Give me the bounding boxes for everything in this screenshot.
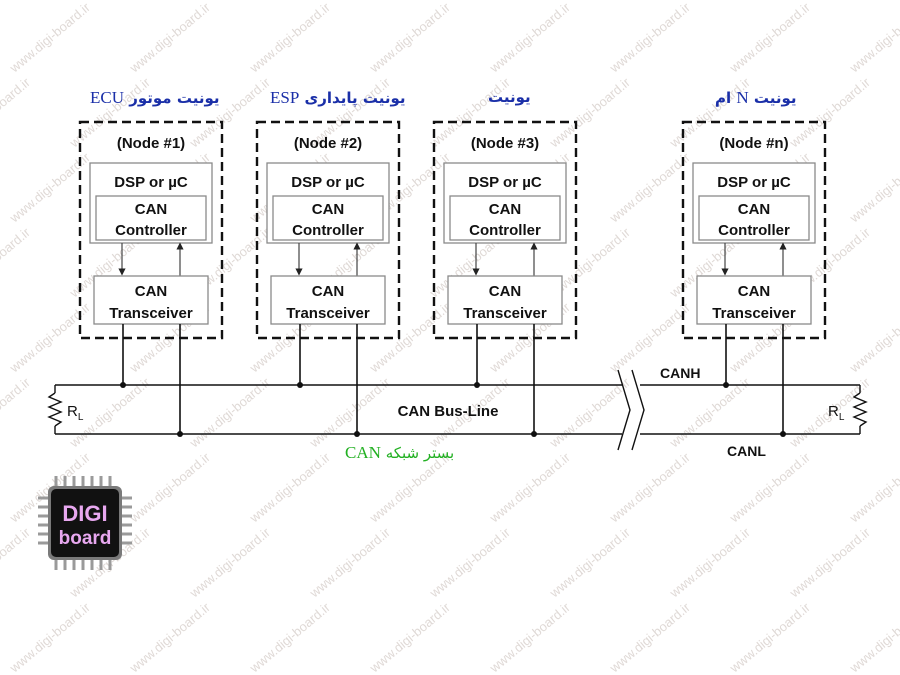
watermark-text: www.digi-board.ir — [487, 600, 573, 675]
watermark-text: www.digi-board.ir — [367, 600, 453, 675]
transceiver-label: CAN — [489, 283, 522, 300]
mcu-label: DSP or µC — [114, 174, 188, 191]
transceiver-label: CAN — [738, 283, 771, 300]
node-label-1: یونیت موتور ECU — [90, 88, 220, 108]
bus-title: CAN Bus-Line — [398, 403, 499, 420]
node-title: (Node #1) — [117, 135, 185, 152]
node-label-2: یونیت پایداری ESP — [270, 88, 406, 108]
termination-resistor-right — [854, 385, 866, 434]
watermark-text: www.digi-board.ir — [847, 600, 900, 675]
node-label-3: یونیت — [488, 88, 531, 106]
transceiver-label: Transceiver — [712, 305, 796, 322]
controller-label: CAN — [312, 201, 345, 218]
transceiver-label: Transceiver — [463, 305, 547, 322]
watermark-text: www.digi-board.ir — [247, 600, 333, 675]
controller-label: CAN — [738, 201, 771, 218]
bus-break-mark — [632, 370, 644, 450]
node-label-n: یونیت N ام — [715, 88, 797, 108]
transceiver-label: Transceiver — [286, 305, 370, 322]
node-3: (Node #3)DSP or µCCANControllerCANTransc… — [434, 122, 576, 437]
controller-label: CAN — [135, 201, 168, 218]
canl-label: CANL — [727, 443, 766, 459]
transceiver-label: Transceiver — [109, 305, 193, 322]
controller-label: Controller — [292, 222, 364, 239]
termination-resistor-left — [49, 385, 61, 434]
node-2: (Node #2)DSP or µCCANControllerCANTransc… — [257, 122, 399, 437]
bus-persian-label: بستر شبکه CAN — [345, 443, 454, 463]
controller-label: Controller — [718, 222, 790, 239]
node-title: (Node #n) — [719, 135, 788, 152]
logo-text-digi: DIGI — [62, 501, 107, 526]
controller-label: CAN — [489, 201, 522, 218]
transceiver-label: CAN — [312, 283, 345, 300]
digiboard-logo: DIGI board — [36, 474, 134, 572]
canh-label: CANH — [660, 365, 700, 381]
resistor-label-left: RL — [67, 403, 84, 423]
can-bus: RL RL CAN Bus-Line CANH CANL — [49, 365, 866, 459]
mcu-label: DSP or µC — [291, 174, 365, 191]
mcu-label: DSP or µC — [717, 174, 791, 191]
controller-label: Controller — [115, 222, 187, 239]
node-title: (Node #3) — [471, 135, 539, 152]
watermark-text: www.digi-board.ir — [127, 600, 213, 675]
controller-label: Controller — [469, 222, 541, 239]
transceiver-label: CAN — [135, 283, 168, 300]
watermark-text: www.digi-board.ir — [727, 600, 813, 675]
watermark-text: www.digi-board.ir — [7, 600, 93, 675]
logo-text-board: board — [59, 528, 112, 549]
node-title: (Node #2) — [294, 135, 362, 152]
resistor-label-right: RL — [828, 403, 845, 423]
node-4: (Node #n)DSP or µCCANControllerCANTransc… — [683, 122, 825, 437]
bus-break-mark — [618, 370, 630, 450]
mcu-label: DSP or µC — [468, 174, 542, 191]
watermark-text: www.digi-board.ir — [607, 600, 693, 675]
node-1: (Node #1)DSP or µCCANControllerCANTransc… — [80, 122, 222, 437]
